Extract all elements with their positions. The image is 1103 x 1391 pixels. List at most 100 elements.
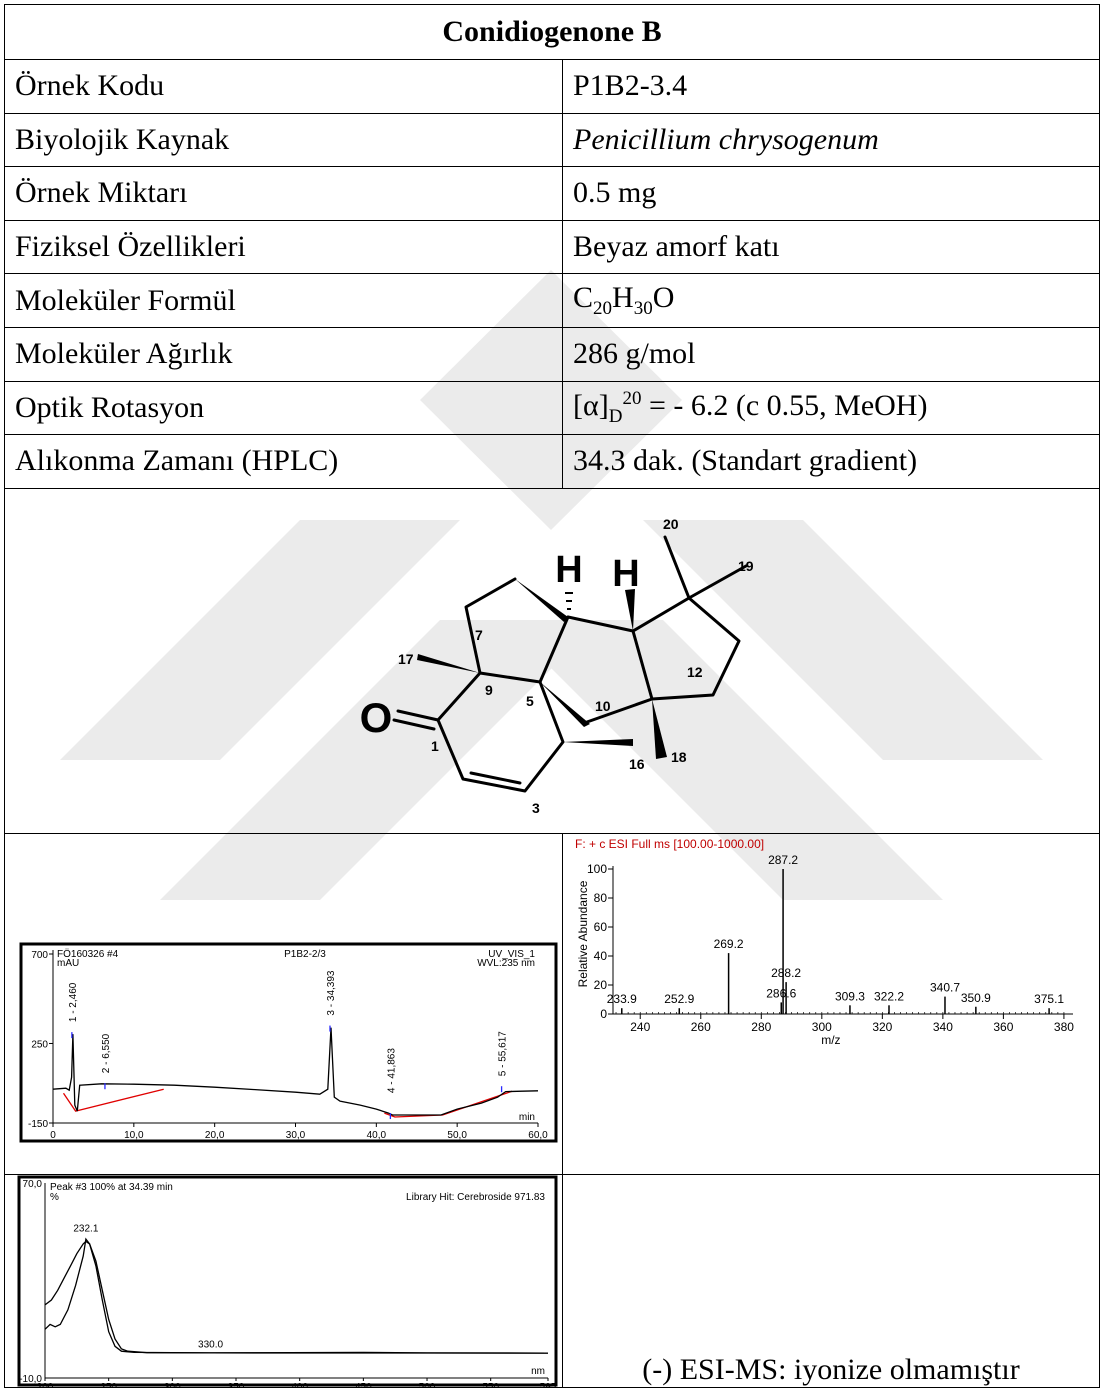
hplc-yunit: mAU	[57, 958, 79, 969]
atom-h-2: H	[612, 553, 639, 595]
ms-ytick-label: 20	[594, 978, 608, 992]
ms-xtick-label: 300	[812, 1020, 832, 1034]
num-1: 1	[431, 738, 439, 754]
ms-xtick-label: 260	[691, 1020, 711, 1034]
value-formula: C20H30O	[562, 273, 1100, 328]
label-physical: Fiziksel Özellikleri	[4, 219, 563, 275]
uv-xtick-label: 450	[355, 1382, 372, 1387]
ms-ytick-label: 60	[594, 920, 608, 934]
hplc-peak-label: 5 - 55,617	[498, 1030, 509, 1075]
uv-xtick-label: 595	[540, 1382, 557, 1387]
hplc-peak-label: 1 - 2,460	[68, 982, 79, 1022]
uv-trace	[44, 1237, 549, 1354]
ms-spectrum: F: + c ESI Full ms [100.00-1000.00]10080…	[575, 837, 1074, 1047]
hplc-ytick-label: 700	[31, 950, 48, 961]
label-formula: Moleküler Formül	[4, 273, 563, 328]
uv-xunit: nm	[531, 1366, 545, 1377]
value-weight: 286 g/mol	[562, 326, 1100, 382]
ms-xtick-label: 340	[933, 1020, 953, 1034]
uv-trace	[44, 1240, 549, 1354]
ms-peak-label: 286.6	[766, 986, 796, 1000]
uv-xtick-label: 300	[164, 1382, 181, 1387]
hplc-peak-label: 2 - 6,550	[101, 1033, 112, 1073]
uv-xtick-label: 550	[482, 1382, 499, 1387]
hplc-header-left: FÖ160326 #4	[57, 948, 119, 960]
atom-o: O	[360, 694, 393, 741]
row-amount: Örnek Miktarı 0.5 mg	[4, 166, 1100, 221]
row-physical: Fiziksel Özellikleri Beyaz amorf katı	[4, 219, 1100, 275]
esi-note: (-) ESI-MS: iyonize olmamıştır	[562, 1173, 1100, 1388]
hplc-header-right-1: UV_VIS_1	[488, 949, 535, 960]
ms-peak-label: 340.7	[930, 980, 960, 994]
label-rotation: Optik Rotasyon	[4, 380, 563, 436]
value-amount: 0.5 mg	[562, 166, 1100, 221]
hplc-xtick-label: 20,0	[205, 1130, 225, 1141]
uv-library-hit: Library Hit: Cerebroside 971.83	[406, 1192, 545, 1203]
hplc-peak-label: 3 - 34,393	[326, 970, 337, 1015]
value-retention: 34.3 dak. (Standart gradient)	[562, 434, 1100, 489]
structure-cell: H H O 20 19 7 17 9 5 12 10 1 16 18 3	[4, 487, 1100, 834]
num-12: 12	[687, 664, 703, 680]
num-7: 7	[475, 627, 483, 643]
ms-peak-label: 309.3	[835, 989, 865, 1003]
ms-xtick-label: 240	[630, 1020, 650, 1034]
hplc-ytick-label: 250	[31, 1039, 48, 1050]
ms-ylabel: Relative Abundance	[576, 880, 590, 987]
ms-xtick-label: 320	[872, 1020, 892, 1034]
value-sample-code: P1B2-3.4	[562, 59, 1100, 114]
uv-spectrum: 70,0-10,0200250300350400450500550595Peak…	[17, 1175, 558, 1387]
compound-title: Conidiogenone B	[4, 4, 1100, 60]
ms-peak-label: 269.2	[714, 937, 744, 951]
ms-xtick-label: 360	[993, 1020, 1013, 1034]
hplc-baseline	[62, 1088, 164, 1112]
hplc-xtick-label: 10,0	[124, 1130, 144, 1141]
hplc-baseline	[384, 1090, 513, 1118]
hplc-header-right-2: WVL:235 nm	[477, 958, 535, 969]
uv-xtick-label: 350	[228, 1382, 245, 1387]
uv-annotation: 330.0	[198, 1339, 223, 1350]
uv-frame	[17, 1175, 558, 1387]
num-20: 20	[663, 516, 679, 532]
num-3: 3	[532, 800, 540, 816]
ms-peak-label: 288.2	[771, 966, 801, 980]
uv-ytick-label: -10,0	[19, 1374, 42, 1385]
hplc-trace	[52, 1027, 539, 1116]
hplc-xtick-label: 30,0	[286, 1130, 306, 1141]
ms-xlabel: m/z	[821, 1033, 840, 1047]
ms-peak-label: 233.9	[607, 992, 637, 1006]
chemical-structure: H H O 20 19 7 17 9 5 12 10 1 16 18 3	[360, 516, 754, 816]
hplc-frame	[19, 942, 558, 1143]
hplc-xtick-label: 60,0	[528, 1130, 548, 1141]
value-rotation: [α]D20 = - 6.2 (c 0.55, MeOH)	[562, 380, 1100, 436]
ms-peak-label: 375.1	[1034, 992, 1064, 1006]
ms-peak-label: 287.2	[768, 853, 798, 867]
row-sample-code: Örnek Kodu P1B2-3.4	[4, 59, 1100, 114]
label-retention: Alıkonma Zamanı (HPLC)	[4, 434, 563, 489]
num-18: 18	[671, 749, 687, 765]
row-bio-source: Biyolojik Kaynak Penicillium chrysogenum	[4, 112, 1100, 168]
num-10: 10	[595, 698, 611, 714]
num-9: 9	[485, 682, 493, 698]
label-weight: Moleküler Ağırlık	[4, 326, 563, 382]
atom-h-1: H	[555, 549, 582, 591]
uv-header: Peak #3 100% at 34.39 min	[50, 1182, 173, 1193]
row-retention: Alıkonma Zamanı (HPLC) 34.3 dak. (Standa…	[4, 434, 1100, 489]
num-5: 5	[526, 693, 534, 709]
label-bio-source: Biyolojik Kaynak	[4, 112, 563, 168]
hplc-xtick-label: 50,0	[447, 1130, 467, 1141]
uv-ytick-label: 70,0	[23, 1179, 43, 1190]
hplc-ytick-label: -150	[28, 1119, 48, 1130]
row-formula: Moleküler Formül C20H30O	[4, 273, 1100, 328]
ms-title: F: + c ESI Full ms [100.00-1000.00]	[575, 837, 764, 851]
uv-cell: 70,0-10,0200250300350400450500550595Peak…	[4, 1173, 563, 1388]
num-16: 16	[629, 756, 645, 772]
hplc-xunit: min	[519, 1112, 535, 1123]
ms-xtick-label: 280	[751, 1020, 771, 1034]
num-17: 17	[398, 651, 414, 667]
uv-yunit: %	[50, 1192, 59, 1203]
uv-xtick-label: 200	[37, 1382, 54, 1387]
num-19: 19	[738, 558, 754, 574]
ms-peak-label: 350.9	[961, 991, 991, 1005]
